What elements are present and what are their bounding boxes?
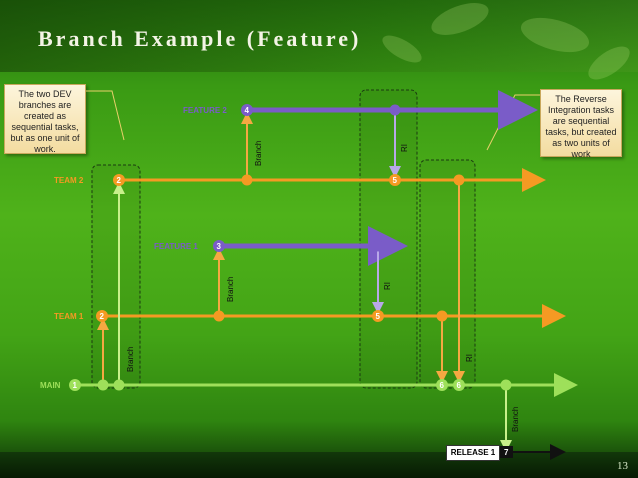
group-box-ri-2 xyxy=(419,159,476,389)
svg-text:1: 1 xyxy=(73,381,78,390)
footer-band xyxy=(0,452,638,478)
group-box-ri-1 xyxy=(359,89,418,389)
callout-line-right xyxy=(486,94,540,151)
svg-text:4: 4 xyxy=(245,106,250,115)
node-team1-2: 2 xyxy=(96,310,108,322)
svg-text:6: 6 xyxy=(457,381,462,390)
node-main-branch2 xyxy=(113,379,125,391)
branch-label: Branch xyxy=(254,141,263,166)
lane-label-team2: TEAM 2 xyxy=(54,176,84,185)
title-band xyxy=(0,0,638,72)
note-right: The Reverse Integration tasks are sequen… xyxy=(540,89,622,159)
node-feature1-3: 3 xyxy=(213,240,225,252)
svg-text:7: 7 xyxy=(504,448,509,457)
svg-text:5: 5 xyxy=(393,176,398,185)
node-team2-ri xyxy=(453,174,465,186)
node-main-release xyxy=(500,379,512,391)
node-team2-branch xyxy=(241,174,253,186)
node-team2-2: 2 xyxy=(113,174,125,186)
node-team1-branch xyxy=(213,310,225,322)
node-feature2-4: 4 xyxy=(241,104,253,116)
ri-label: RI xyxy=(383,282,392,290)
branch-label: Branch xyxy=(511,407,520,432)
node-feature1-ri xyxy=(372,240,384,252)
branch-label: Branch xyxy=(226,277,235,302)
node-main-6b: 6 xyxy=(453,379,465,391)
lane-label-feature1: FEATURE 1 xyxy=(154,242,198,251)
svg-text:3: 3 xyxy=(217,242,222,251)
node-release-7: 7 xyxy=(500,446,513,458)
node-team2-5: 5 xyxy=(389,174,401,186)
note-left: The two DEV branches are created as sequ… xyxy=(4,84,86,154)
node-team1-ri xyxy=(436,310,448,322)
node-team1-5: 5 xyxy=(372,310,384,322)
node-main-6a: 6 xyxy=(436,379,448,391)
slide-title: Branch Example (Feature) xyxy=(38,26,362,51)
ri-label: RI xyxy=(465,354,474,362)
branch-label: Branch xyxy=(126,347,135,372)
lane-label-team1: TEAM 1 xyxy=(54,312,84,321)
lane-label-main: MAIN xyxy=(40,381,61,390)
lane-label-feature2: FEATURE 2 xyxy=(183,106,227,115)
node-main-1: 1 xyxy=(69,379,81,391)
ri-label: RI xyxy=(400,144,409,152)
node-main-branch1 xyxy=(97,379,109,391)
svg-text:2: 2 xyxy=(117,176,122,185)
page-number: 13 xyxy=(617,460,628,472)
release-label: RELEASE 1 xyxy=(446,445,500,461)
node-feature2-ri xyxy=(389,104,401,116)
svg-text:2: 2 xyxy=(100,312,105,321)
svg-text:5: 5 xyxy=(376,312,381,321)
callout-line-left xyxy=(86,90,125,141)
svg-text:6: 6 xyxy=(440,381,445,390)
